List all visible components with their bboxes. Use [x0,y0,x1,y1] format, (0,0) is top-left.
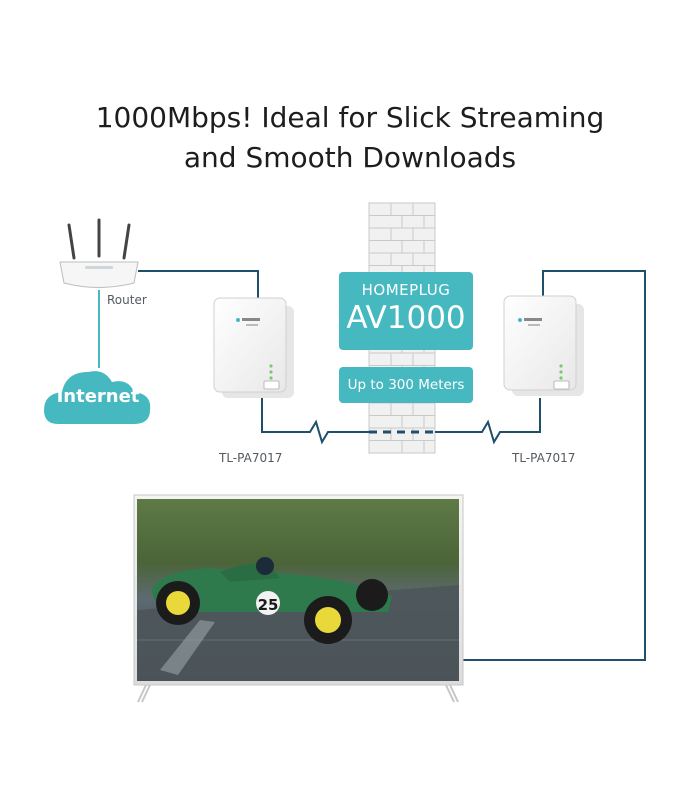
car-number: 25 [258,596,279,614]
powerline-adapter-icon [213,297,294,398]
adapter-left-model: TL-PA7017 [219,451,283,465]
powerline-left [261,398,369,445]
race-car-image [152,557,392,644]
powerline-adapter-icon [503,295,584,396]
router-label: Router [107,293,147,307]
av1000-label: AV1000 [346,300,466,336]
cable-router-to-adapter [138,270,259,300]
router-icon [59,218,139,288]
headline: 1000Mbps! Ideal for Slick Streaming and … [0,98,700,178]
cable-adapter-to-tv [461,270,646,661]
tv-icon: 25 [133,494,464,703]
headline-line-1: 1000Mbps! Ideal for Slick Streaming [95,101,605,134]
range-badge: Up to 300 Meters [339,367,473,403]
internet-cloud-icon [44,371,151,424]
homeplug-label: HOMEPLUG [361,281,451,299]
homeplug-badge: HOMEPLUG AV1000 [339,272,473,350]
cable-lines [138,270,646,661]
adapter-right-model: TL-PA7017 [512,451,576,465]
headline-line-2: and Smooth Downloads [183,141,517,174]
powerline-right [435,398,541,445]
internet-label: Internet [56,386,140,407]
